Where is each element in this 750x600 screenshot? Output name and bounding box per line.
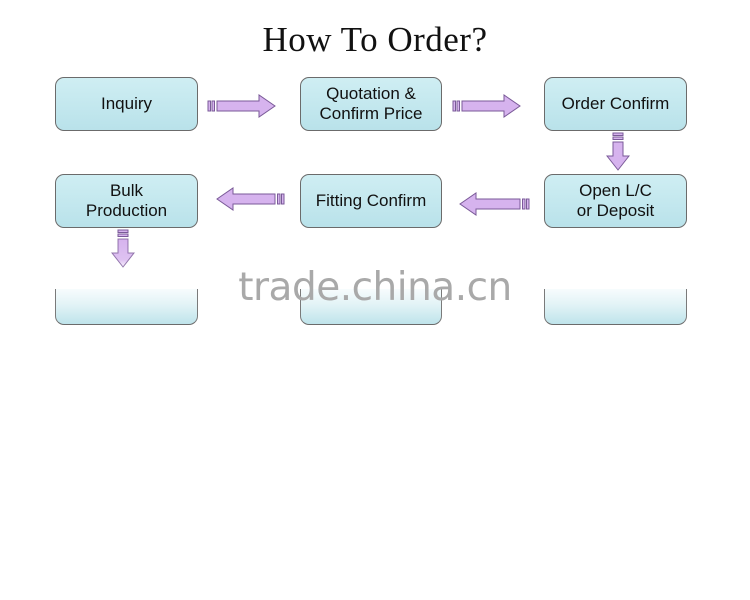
step-inquiry: Inquiry (55, 77, 198, 131)
step-order-confirm-label: Order Confirm (561, 94, 670, 113)
arrow-left-icon (459, 192, 530, 216)
step-open-lc-label-2: or Deposit (576, 201, 655, 220)
arrow-down-icon (111, 229, 135, 268)
step-fitting-confirm: Fitting Confirm (300, 174, 442, 228)
arrow-right-icon (452, 94, 521, 118)
page-title: How To Order? (262, 20, 488, 59)
step-quotation-label-1: Quotation & (326, 84, 416, 103)
faded-step-box (544, 289, 687, 325)
step-bulk-production-label-2: Production (85, 201, 168, 220)
step-fitting-confirm-label: Fitting Confirm (315, 191, 427, 210)
step-bulk-production: Bulk Production (55, 174, 198, 228)
arrow-right-icon (207, 94, 276, 118)
arrow-left-icon (216, 187, 285, 211)
watermark: trade.china.cn (238, 265, 512, 310)
arrow-down-icon (606, 132, 630, 171)
step-quotation: Quotation & Confirm Price (300, 77, 442, 131)
step-bulk-production-label-1: Bulk (109, 181, 144, 200)
step-open-lc-label-1: Open L/C (579, 181, 652, 200)
step-quotation-label-2: Confirm Price (319, 104, 423, 123)
step-order-confirm: Order Confirm (544, 77, 687, 131)
step-inquiry-label: Inquiry (100, 94, 153, 113)
faded-step-box (300, 289, 442, 325)
faded-step-box (55, 289, 198, 325)
step-open-lc: Open L/C or Deposit (544, 174, 687, 228)
